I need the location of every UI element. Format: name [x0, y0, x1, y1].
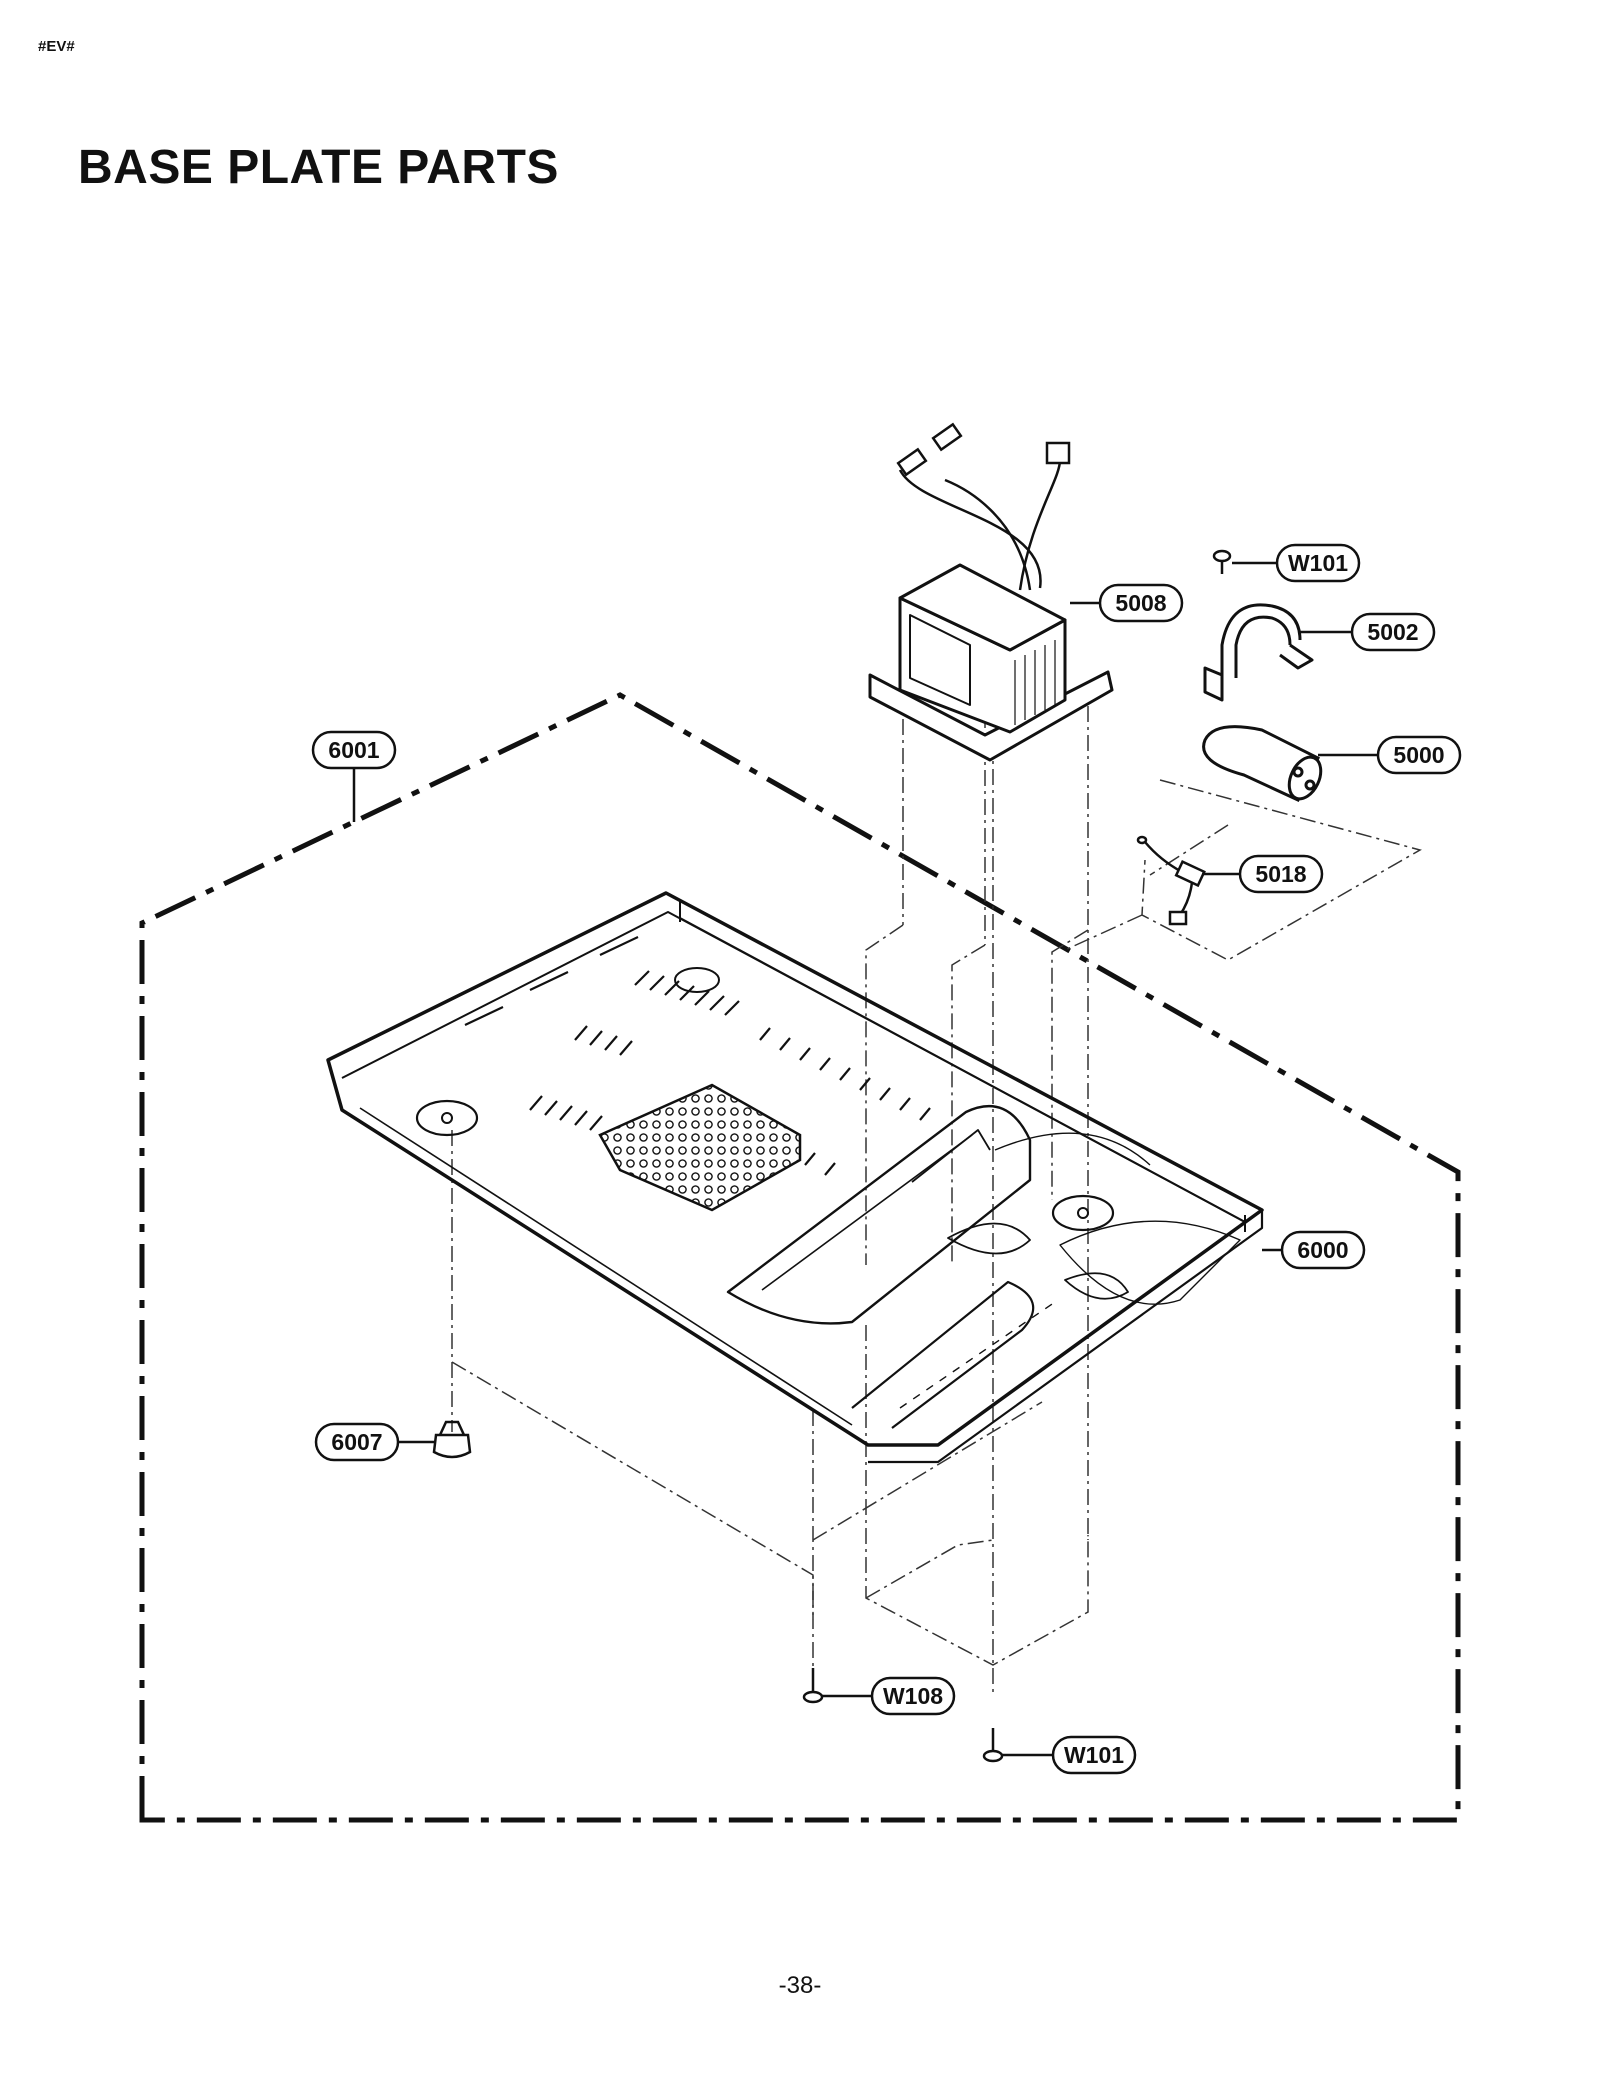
svg-text:6000: 6000 — [1297, 1237, 1348, 1263]
callout-5002: 5002 — [1350, 612, 1436, 652]
base-plate-6000 — [326, 891, 1264, 1464]
foot-6007 — [432, 1420, 472, 1459]
callout-6001: 6001 — [311, 730, 397, 770]
svg-text:5018: 5018 — [1255, 861, 1306, 887]
callout-5008: 5008 — [1098, 583, 1184, 623]
page-title: BASE PLATE PARTS — [78, 141, 559, 194]
document-code: #EV# — [38, 38, 75, 55]
svg-text:W101: W101 — [1064, 1742, 1124, 1768]
leader-lines — [352, 561, 1378, 1757]
svg-text:6001: 6001 — [328, 737, 379, 763]
screw-w101-bottom — [982, 1728, 1004, 1763]
screw-w101-top — [1212, 549, 1232, 574]
svg-text:W101: W101 — [1288, 550, 1348, 576]
svg-text:5000: 5000 — [1393, 742, 1444, 768]
page-number: -38- — [778, 1972, 822, 1999]
vent-grille — [598, 1083, 802, 1212]
projection-lines — [451, 690, 1422, 1695]
callout-w101-bottom: W101 — [1051, 1735, 1137, 1775]
svg-text:5008: 5008 — [1115, 590, 1166, 616]
screw-w108 — [802, 1668, 824, 1704]
svg-text:6007: 6007 — [331, 1429, 382, 1455]
callout-w108: W108 — [870, 1676, 956, 1716]
callout-6007: 6007 — [314, 1422, 400, 1462]
svg-text:5002: 5002 — [1367, 619, 1418, 645]
vent-louvers — [464, 936, 931, 1176]
callout-5000: 5000 — [1376, 735, 1462, 775]
diode-5018 — [1136, 835, 1206, 926]
transformer-5008 — [868, 563, 1114, 762]
callout-w101-top: W101 — [1275, 543, 1361, 583]
callout-6000: 6000 — [1280, 1230, 1366, 1270]
svg-text:W108: W108 — [883, 1683, 943, 1709]
capacitor-5000 — [1202, 725, 1323, 802]
assembly-boundary-6001 — [139, 692, 1461, 1823]
transformer-leads — [896, 422, 1071, 591]
bracket-5002 — [1203, 603, 1314, 702]
callout-5018: 5018 — [1238, 854, 1324, 894]
